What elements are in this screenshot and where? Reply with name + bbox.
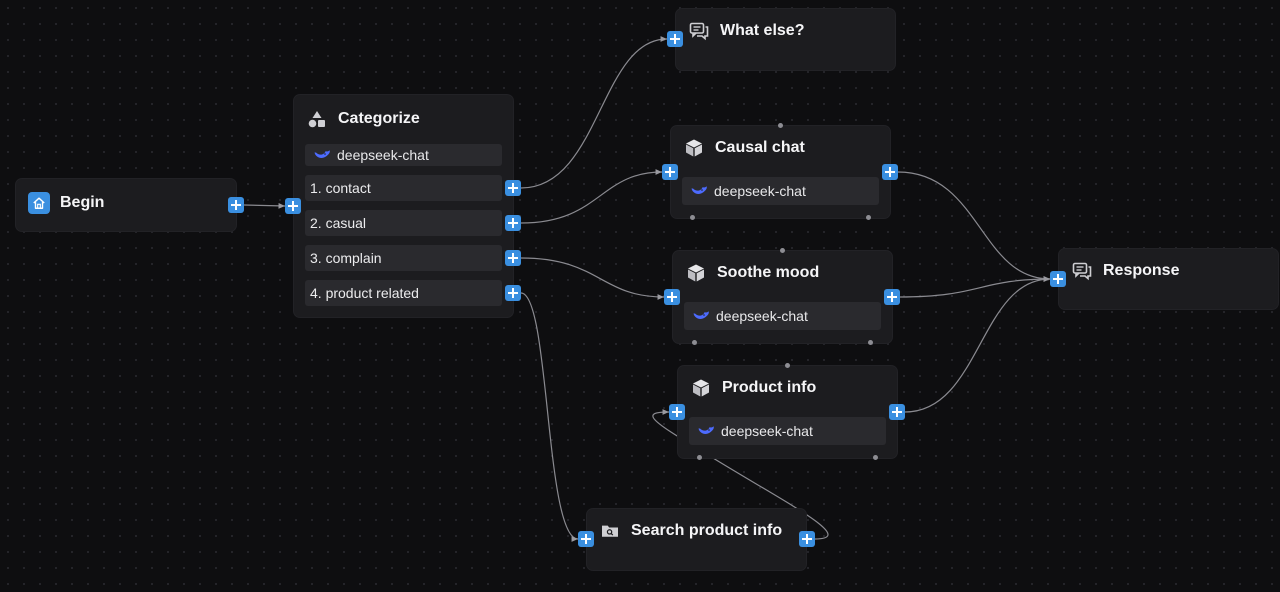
what-else-node[interactable]: What else? xyxy=(676,9,895,70)
soothe-mood-node[interactable]: Soothe mood deepseek-chat xyxy=(673,251,892,343)
category-item[interactable]: 1. contact xyxy=(305,175,502,201)
box-icon xyxy=(685,262,707,284)
search-product-input-handle[interactable] xyxy=(578,531,594,547)
product-info-node[interactable]: Product info deepseek-chat xyxy=(678,366,897,458)
product-info-output-handle[interactable] xyxy=(889,404,905,420)
response-node[interactable]: Response xyxy=(1059,249,1278,309)
category-output-handle[interactable] xyxy=(505,250,521,266)
node-title: What else? xyxy=(720,22,805,39)
edge-contact-what-else xyxy=(520,36,668,189)
causal-chat-output-handle[interactable] xyxy=(882,164,898,180)
begin-output-handle[interactable] xyxy=(228,197,244,213)
edge-casual-causal-chat xyxy=(520,169,663,224)
model-chip: deepseek-chat xyxy=(689,417,886,445)
edge-causal-response xyxy=(897,171,1051,282)
model-chip: deepseek-chat xyxy=(682,177,879,205)
category-item[interactable]: 2. casual xyxy=(305,210,502,236)
edge-complain-soothe-mood xyxy=(520,257,665,300)
message-icon xyxy=(1071,260,1093,282)
response-input-handle[interactable] xyxy=(1050,271,1066,287)
deepseek-whale-icon xyxy=(690,183,708,199)
connection-dot[interactable] xyxy=(868,340,873,345)
what-else-input-handle[interactable] xyxy=(667,31,683,47)
edge-product-search xyxy=(520,292,579,542)
connection-dot[interactable] xyxy=(690,215,695,220)
categorize-node[interactable]: Categorize deepseek-chat 1. contact 2. c… xyxy=(294,95,513,317)
message-icon xyxy=(688,20,710,42)
edge-product-response xyxy=(904,276,1051,413)
node-title: Soothe mood xyxy=(717,264,820,281)
causal-chat-node[interactable]: Causal chat deepseek-chat xyxy=(671,126,890,218)
shapes-icon xyxy=(306,108,328,130)
soothe-mood-input-handle[interactable] xyxy=(664,289,680,305)
model-name: deepseek-chat xyxy=(337,147,429,163)
box-icon xyxy=(683,137,705,159)
home-icon xyxy=(28,192,50,214)
deepseek-whale-icon xyxy=(313,147,331,163)
connection-dot[interactable] xyxy=(697,455,702,460)
category-output-handle[interactable] xyxy=(505,285,521,301)
model-name: deepseek-chat xyxy=(716,308,808,324)
categorize-input-handle[interactable] xyxy=(285,198,301,214)
search-product-output-handle[interactable] xyxy=(799,531,815,547)
node-title: Response xyxy=(1103,262,1180,279)
model-name: deepseek-chat xyxy=(714,183,806,199)
begin-node[interactable]: Begin xyxy=(16,179,236,231)
node-title: Causal chat xyxy=(715,139,805,156)
connection-dot[interactable] xyxy=(780,248,785,253)
node-title: Search product info xyxy=(631,522,783,539)
node-title: Begin xyxy=(60,194,105,211)
node-title: Categorize xyxy=(338,110,420,127)
search-product-node[interactable]: Search product info xyxy=(587,509,806,570)
connection-dot[interactable] xyxy=(866,215,871,220)
category-item[interactable]: 4. product related xyxy=(305,280,502,306)
edge-begin-categorize xyxy=(243,202,286,209)
deepseek-whale-icon xyxy=(692,308,710,324)
box-icon xyxy=(690,377,712,399)
node-title: Product info xyxy=(722,379,817,396)
category-output-handle[interactable] xyxy=(505,215,521,231)
model-name: deepseek-chat xyxy=(721,423,813,439)
category-output-handle[interactable] xyxy=(505,180,521,196)
connection-dot[interactable] xyxy=(785,363,790,368)
product-info-input-handle[interactable] xyxy=(669,404,685,420)
category-item[interactable]: 3. complain xyxy=(305,245,502,271)
edge-soothe-response xyxy=(899,276,1051,298)
connection-dot[interactable] xyxy=(778,123,783,128)
causal-chat-input-handle[interactable] xyxy=(662,164,678,180)
connection-dot[interactable] xyxy=(873,455,878,460)
folder-search-icon xyxy=(599,520,621,542)
deepseek-whale-icon xyxy=(697,423,715,439)
model-chip: deepseek-chat xyxy=(305,144,502,166)
model-chip: deepseek-chat xyxy=(684,302,881,330)
connection-dot[interactable] xyxy=(692,340,697,345)
soothe-mood-output-handle[interactable] xyxy=(884,289,900,305)
